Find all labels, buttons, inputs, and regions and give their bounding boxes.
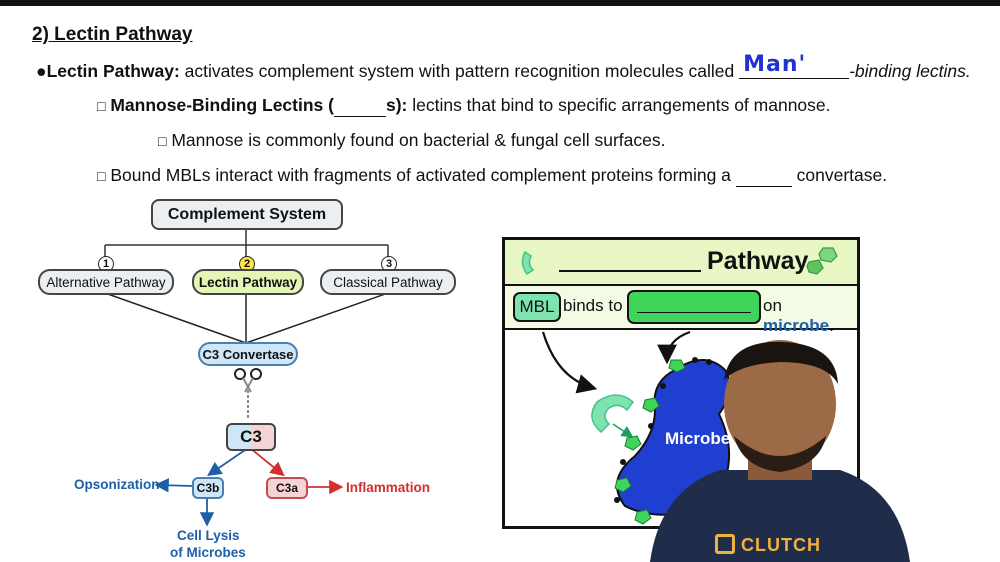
- bullet-text: Mannose is commonly found on bacterial &…: [171, 130, 666, 150]
- top-bar: [0, 0, 1000, 6]
- brand-logo: CLUTCH: [715, 534, 821, 556]
- checkbox-icon: □: [97, 98, 106, 114]
- lectin-pathway-box: Lectin Pathway: [192, 269, 304, 295]
- bullet-bound-mbls: □ Bound MBLs interact with fragments of …: [97, 165, 887, 187]
- fill-in-blank: [735, 165, 792, 187]
- target-blank-box: [627, 290, 761, 324]
- classical-pathway-box: Classical Pathway: [320, 269, 456, 295]
- c3-convertase-box: C3 Convertase: [198, 342, 298, 366]
- fill-in-blank: Man': [739, 52, 850, 79]
- alternative-pathway-box: Alternative Pathway: [38, 269, 174, 295]
- bullet-mannose-binding-lectins: □ Mannose-Binding Lectins ( s): lectins …: [97, 95, 831, 117]
- cell-lysis-label-line1: Cell Lysis: [177, 528, 240, 543]
- c3b-box: C3b: [192, 477, 224, 499]
- on-text: on: [763, 296, 782, 315]
- opsonization-label: Opsonization: [74, 477, 160, 492]
- term-mbl-end: s):: [385, 95, 408, 115]
- bullet-text: Bound MBLs interact with fragments of ac…: [110, 165, 736, 185]
- brand-text: CLUTCH: [741, 535, 822, 555]
- term-lectin-pathway: Lectin Pathway:: [46, 61, 180, 81]
- suffix-binding-lectins: -binding lectins.: [849, 61, 971, 81]
- c3a-box: C3a: [266, 477, 308, 499]
- panel-sentence-row: MBL binds to on microbe.: [505, 286, 857, 335]
- bullet-lectin-pathway: ●Lectin Pathway: activates complement sy…: [36, 52, 971, 82]
- handwritten-answer: Man': [743, 52, 807, 77]
- panel-title: Pathway: [707, 247, 809, 275]
- inflammation-label: Inflammation: [346, 480, 431, 495]
- definition-text: activates complement system with pattern…: [179, 61, 740, 81]
- pathway-name-blank: [559, 270, 701, 272]
- clutch-icon: [715, 534, 735, 554]
- bullet-suffix: convertase.: [791, 165, 888, 185]
- definition-text: lectins that bind to specific arrangemen…: [407, 95, 831, 115]
- term-mbl: Mannose-Binding Lectins (: [110, 95, 334, 115]
- mannose-icon: [806, 247, 838, 275]
- fill-in-blank: [333, 95, 386, 117]
- scissors-icon: [234, 368, 262, 393]
- mbl-badge: MBL: [513, 292, 561, 322]
- pathway-number-3: 3: [381, 256, 397, 272]
- bullet-mannose-location: □ Mannose is commonly found on bacterial…: [158, 130, 666, 151]
- c3-box: C3: [226, 423, 276, 451]
- binds-to-text: binds to: [563, 296, 623, 315]
- bullet-dot: ●: [36, 61, 47, 81]
- panel-sentence-end: on microbe.: [763, 296, 857, 336]
- period: .: [829, 316, 834, 335]
- microbe-label: Microbe: [665, 429, 730, 448]
- target-blank-line: [637, 312, 751, 313]
- complement-system-box: Complement System: [151, 199, 343, 230]
- checkbox-icon: □: [158, 133, 167, 149]
- microbe-illustration: Microbe: [541, 330, 731, 525]
- panel-header: Pathway: [505, 240, 857, 286]
- section-title: 2) Lectin Pathway: [32, 24, 193, 45]
- mbl-icon: [521, 250, 535, 276]
- presenter-video: [650, 340, 910, 562]
- microbe-word: microbe: [763, 316, 830, 335]
- cell-lysis-label-line2: of Microbes: [170, 545, 246, 560]
- checkbox-icon: □: [97, 168, 106, 184]
